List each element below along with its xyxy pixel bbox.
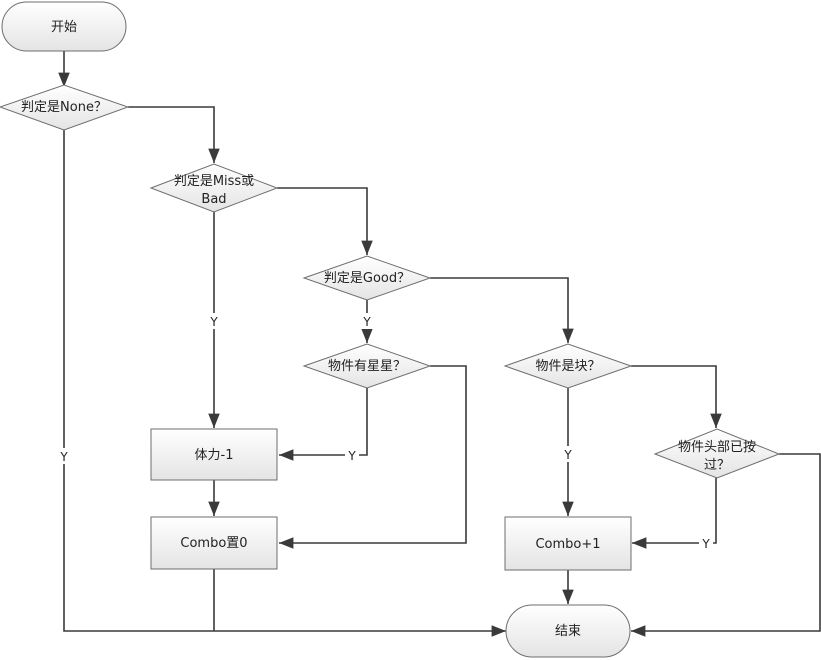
process-combo-zero-label: Combo置0	[180, 536, 247, 551]
label-y-star: Y	[347, 449, 356, 463]
decision-missbad: 判定是Miss或 Bad	[149, 163, 279, 213]
label-y-block: Y	[563, 448, 572, 462]
start-label: 开始	[51, 20, 77, 35]
end-label: 结束	[555, 624, 581, 639]
edge-labels: Y Y Y Y Y Y	[57, 313, 713, 551]
node-end: 结束	[505, 604, 631, 658]
process-hp: 体力-1	[150, 428, 278, 481]
decision-good: 判定是Good？	[302, 255, 432, 301]
decision-star: 物件有星星？	[302, 343, 432, 389]
edge-head-no-to-end	[631, 453, 821, 637]
decision-good-label: 判定是Good？	[324, 271, 410, 286]
label-y-missbad: Y	[209, 315, 218, 329]
edge-none-to-missbad	[128, 106, 220, 163]
decision-block-label: 物件是块？	[535, 359, 600, 374]
decision-none-label: 判定是None？	[21, 100, 107, 115]
decision-head-label-line2: 过？	[704, 458, 730, 473]
edge-head-yes-to-comboplus	[632, 477, 717, 549]
decision-head: 物件头部已按 过？	[653, 428, 781, 479]
decision-missbad-label-line2: Bad	[201, 192, 226, 207]
decision-none: 判定是None？	[0, 84, 130, 131]
process-hp-label: 体力-1	[195, 448, 234, 463]
decision-block: 物件是块？	[503, 343, 633, 389]
decision-star-label: 物件有星星？	[328, 359, 406, 374]
label-y-head: Y	[701, 537, 710, 551]
edge-block-no-to-head	[631, 365, 722, 428]
process-combo-plus: Combo+1	[504, 516, 632, 571]
decision-missbad-label-line1: 判定是Miss或	[174, 174, 254, 189]
process-combo-zero: Combo置0	[150, 516, 278, 570]
edge-missbad-to-good	[277, 187, 373, 255]
label-y-good: Y	[362, 315, 371, 329]
edge-good-to-block	[430, 277, 574, 343]
edge-star-yes-to-hp	[279, 388, 368, 461]
process-combo-plus-label: Combo+1	[535, 537, 600, 552]
label-y-none: Y	[59, 450, 68, 464]
node-start: 开始	[1, 1, 127, 52]
edge-star-no-to-combozero	[279, 365, 467, 549]
decision-head-label-line1: 物件头部已按	[678, 440, 756, 455]
edge-none-yes-to-end	[63, 130, 506, 637]
